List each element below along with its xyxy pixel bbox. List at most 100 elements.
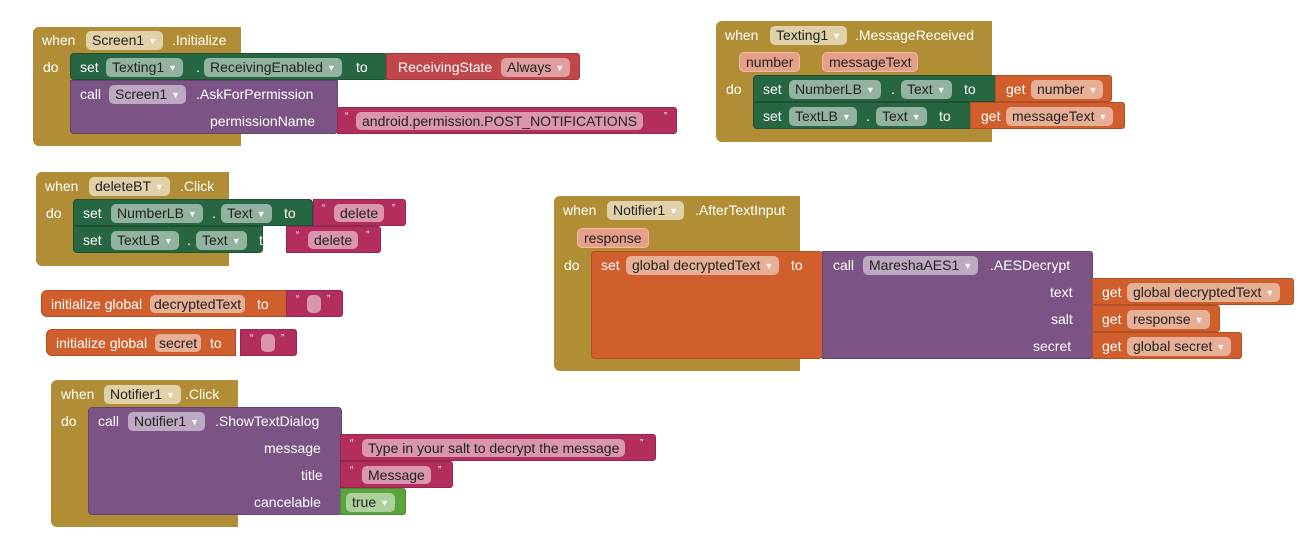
component-dropdown[interactable]: deleteBT▼: [89, 177, 170, 196]
enum-dropdown[interactable]: Always▼: [501, 58, 571, 77]
chevron-down-icon: ▼: [1098, 112, 1108, 122]
event-name: .Click: [180, 178, 215, 194]
set-label: set: [601, 257, 620, 273]
dropdown-value: Text: [202, 232, 228, 248]
chevron-down-icon: ▼: [1265, 288, 1275, 298]
variable-dropdown[interactable]: global secret▼: [1127, 337, 1232, 356]
property-dropdown[interactable]: Text▼: [196, 231, 247, 250]
dropdown-value: global secret: [1133, 338, 1213, 354]
dropdown-value: TextLB: [117, 232, 160, 248]
component-dropdown[interactable]: TextLB▼: [111, 231, 179, 250]
dropdown-value: MareshaAES1: [869, 257, 960, 273]
call-label: call: [98, 413, 120, 429]
dot-label: .: [212, 205, 216, 221]
arg-label-text: text: [1050, 284, 1073, 300]
variable-dropdown[interactable]: global decryptedText▼: [626, 256, 780, 275]
set-label: set: [763, 108, 782, 124]
component-dropdown[interactable]: Screen1▼: [86, 31, 164, 50]
component-dropdown[interactable]: Texting1▼: [106, 58, 184, 77]
component-dropdown[interactable]: Notifier1▼: [128, 412, 206, 431]
chevron-down-icon: ▼: [326, 63, 336, 73]
dropdown-value: Texting1: [776, 27, 829, 43]
variable-dropdown[interactable]: number▼: [1031, 80, 1104, 99]
when-label: when: [61, 386, 95, 402]
component-dropdown[interactable]: MareshaAES1▼: [863, 256, 979, 275]
chevron-down-icon: ▼: [1088, 85, 1098, 95]
chevron-down-icon: ▼: [841, 112, 851, 122]
when-label: when: [725, 27, 759, 43]
enum-label: ReceivingState: [398, 59, 493, 75]
open-quote-icon: “: [322, 203, 326, 214]
chevron-down-icon: ▼: [148, 36, 158, 46]
do-label: do: [564, 257, 580, 273]
get-label: get: [1102, 311, 1122, 327]
event-name: .Initialize: [172, 32, 227, 48]
text-value-field[interactable]: [261, 334, 275, 352]
dot-label: .: [187, 232, 191, 248]
chevron-down-icon: ▼: [187, 209, 197, 219]
variable-dropdown[interactable]: global decryptedText▼: [1127, 283, 1281, 302]
method-name: .ShowTextDialog: [215, 413, 320, 429]
to-label: to: [257, 296, 269, 312]
do-label: do: [61, 413, 77, 429]
event-param-number[interactable]: number: [739, 52, 801, 72]
boolean-dropdown[interactable]: true▼: [346, 493, 396, 512]
dot-label: .: [196, 59, 200, 75]
text-value-field[interactable]: delete: [308, 231, 359, 249]
event-param-response[interactable]: response: [577, 228, 649, 248]
event-name: .MessageReceived: [855, 27, 975, 43]
chevron-down-icon: ▼: [163, 236, 173, 246]
component-dropdown[interactable]: TextLB▼: [789, 107, 857, 126]
get-label: get: [981, 108, 1001, 124]
component-dropdown[interactable]: Notifier1▼: [607, 201, 685, 220]
dropdown-value: Texting1: [112, 59, 165, 75]
when-label: when: [45, 178, 79, 194]
call-label: call: [80, 86, 102, 102]
dropdown-value: messageText: [1012, 108, 1095, 124]
close-quote-icon: ”: [327, 294, 331, 305]
variable-dropdown[interactable]: response▼: [1127, 310, 1210, 329]
variable-dropdown[interactable]: messageText▼: [1006, 107, 1114, 126]
dot-label: .: [866, 108, 870, 124]
get-label: get: [1102, 284, 1122, 300]
component-dropdown[interactable]: NumberLB▼: [789, 80, 881, 99]
dropdown-value: deleteBT: [95, 178, 152, 194]
open-quote-icon: “: [296, 230, 300, 241]
dropdown-value: Screen1: [115, 86, 168, 102]
open-quote-icon: “: [350, 465, 354, 476]
event-param-message-text[interactable]: messageText: [822, 52, 919, 72]
component-dropdown[interactable]: Screen1▼: [109, 85, 187, 104]
component-dropdown[interactable]: NumberLB▼: [111, 204, 203, 223]
variable-name-field[interactable]: decryptedText: [150, 295, 246, 313]
do-label: do: [43, 59, 59, 75]
do-label: do: [46, 205, 62, 221]
open-quote-icon: “: [345, 111, 349, 122]
property-dropdown[interactable]: Text▼: [876, 107, 927, 126]
set-label: set: [80, 59, 99, 75]
chevron-down-icon: ▼: [1194, 315, 1204, 325]
component-dropdown[interactable]: Texting1▼: [770, 26, 848, 45]
text-value-field[interactable]: Type in your salt to decrypt the message: [362, 439, 626, 457]
dropdown-value: Notifier1: [613, 202, 666, 218]
text-value-field[interactable]: Message: [362, 466, 431, 484]
to-label: to: [791, 257, 803, 273]
dropdown-value: response: [1133, 311, 1191, 327]
dropdown-value: number: [1037, 81, 1085, 97]
close-quote-icon: ”: [366, 230, 370, 241]
close-quote-icon: ”: [664, 111, 668, 122]
get-label: get: [1006, 81, 1026, 97]
dropdown-value: Screen1: [92, 32, 145, 48]
property-dropdown[interactable]: ReceivingEnabled▼: [204, 58, 342, 77]
text-value-field[interactable]: delete: [334, 204, 385, 222]
set-label: set: [83, 205, 102, 221]
to-label: to: [284, 205, 296, 221]
property-dropdown[interactable]: Text▼: [901, 80, 952, 99]
chevron-down-icon: ▼: [380, 498, 390, 508]
component-dropdown[interactable]: Notifier1▼: [104, 385, 182, 404]
variable-name-field[interactable]: secret: [155, 334, 202, 352]
chevron-down-icon: ▼: [190, 417, 200, 427]
text-value-field[interactable]: android.permission.POST_NOTIFICATIONS: [356, 112, 644, 130]
property-dropdown[interactable]: Text▼: [221, 204, 272, 223]
text-value-field[interactable]: [307, 295, 321, 313]
